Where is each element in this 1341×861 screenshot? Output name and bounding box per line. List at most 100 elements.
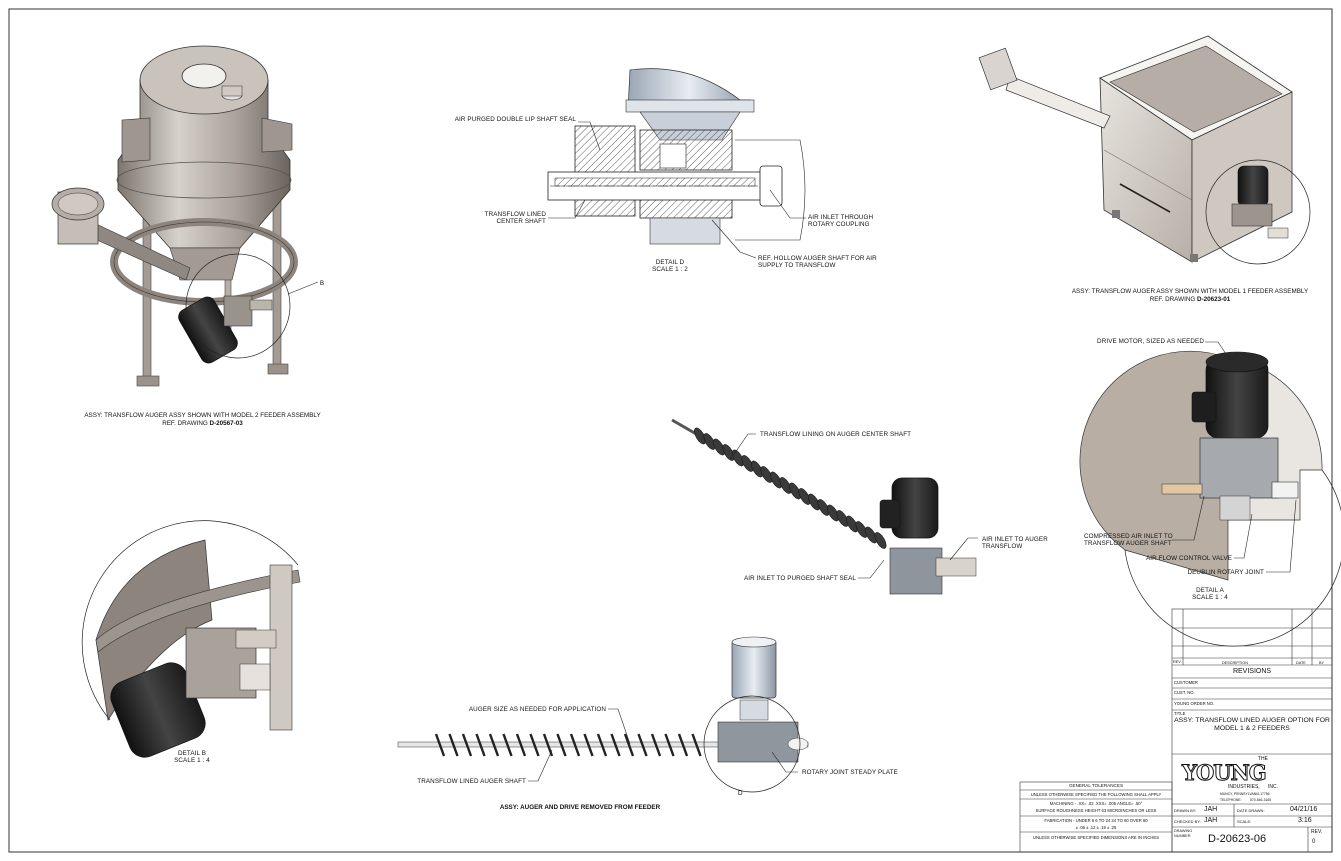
removed-caption: ASSY: AUGER AND DRIVE REMOVED FROM FEEDE…: [499, 804, 661, 811]
date-drawn-value: 04/21/16: [1290, 806, 1318, 813]
auger-flight-flat: [610, 733, 621, 757]
detail-d-title: DETAIL D: [655, 259, 685, 266]
auger-flight-iso: [874, 532, 887, 549]
model2-caption-prefix: REF. DRAWING: [162, 419, 210, 427]
auger-flight-iso: [722, 444, 735, 461]
detail-a-label: DETAIL A SCALE 1 : 4: [1180, 587, 1240, 601]
detail-d-section-view: [547, 68, 806, 245]
detail-b-view: [81, 520, 301, 758]
auger-flight-flat: [583, 733, 594, 757]
callout-air-flow-valve: AIR FLOW CONTROL VALVE: [1145, 555, 1232, 562]
auger-flight-flat: [515, 733, 527, 757]
callout-auger-size: AUGER SIZE AS NEEDED FOR APPLICATION: [468, 706, 606, 713]
auger-flight-flat: [596, 733, 608, 757]
tolerances-line5: ± .06 ± .12 ± .19 ± .25: [1075, 825, 1117, 830]
company-address: MUNCY, PENNSYLVANIA 17756: [1220, 792, 1270, 796]
auger-removed-view: [397, 636, 809, 793]
detail-b-scale: SCALE 1 : 4: [174, 757, 210, 764]
date-col-header: DATE: [1296, 661, 1306, 665]
auger-flight-iso: [827, 504, 839, 522]
by-col-header: BY: [1319, 661, 1325, 665]
checked-by-label: CHECKED BY:: [1174, 819, 1201, 824]
title-label: TITLE: [1174, 711, 1186, 716]
auger-flight-flat: [691, 733, 702, 757]
auger-flight-iso: [703, 433, 716, 450]
model2-caption: ASSY: TRANSFLOW AUGER ASSY SHOWN WITH MO…: [70, 412, 335, 427]
auger-flight-iso: [694, 427, 706, 445]
callout-air-inlet-auger: AIR INLET TO AUGER TRANSFLOW: [982, 536, 1048, 550]
callout-air-auger-2: TRANSFLOW: [982, 543, 1023, 550]
auger-flight-iso: [817, 499, 830, 516]
date-drawn-label: DATE DRAWN:: [1237, 808, 1265, 813]
callout-rotary-joint: DEUBLIN ROTARY JOINT: [1187, 569, 1264, 576]
cust-no-label: CUST. NO.: [1174, 690, 1195, 695]
callout-compressed-air: COMPRESSED AIR INLET TO TRANSFLOW AUGER …: [1084, 533, 1173, 547]
checked-by-value: JAH: [1204, 817, 1218, 824]
auger-flight-flat: [434, 733, 446, 757]
callout-steady-plate: ROTARY JOINT STEADY PLATE: [802, 769, 898, 776]
rev-value: 0: [1312, 839, 1316, 845]
auger-flight-iso: [770, 471, 782, 489]
drawing-number: D-20623-06: [1208, 833, 1267, 845]
company-logo-wordmark: YOUNG: [1182, 760, 1268, 786]
tolerances-line6: UNLESS OTHERWISE SPECIFIED DIMENSIONS AR…: [1032, 835, 1160, 840]
auger-flight-flat: [529, 733, 540, 757]
auger-flight-flat: [664, 733, 675, 757]
detail-d-scale: SCALE 1 : 2: [652, 266, 688, 273]
tolerances-line2: MACHINING - .XX= .02 .XXX= .005 ANGLE= .…: [1049, 801, 1143, 806]
rev-col-header: REV.: [1173, 660, 1182, 664]
auger-flight-flat: [677, 733, 689, 757]
detail-a-view: [1079, 350, 1341, 647]
auger-isometric-view: [671, 418, 977, 595]
callout-air-inlet-coupling: AIR INLET THROUGH ROTARY COUPLING: [808, 214, 873, 228]
auger-flight-iso: [855, 521, 868, 538]
callout-air-inlet-2: ROTARY COUPLING: [808, 221, 870, 228]
auger-flight-iso: [798, 488, 811, 505]
company-telephone-label: TELEPHONE:: [1220, 798, 1242, 802]
tolerances-block-frame: [1019, 781, 1173, 853]
drawing-title-line2: MODEL 1 & 2 FEEDERS: [1214, 725, 1290, 732]
callout-lined-center-shaft-1: TRANSFLOW LINED: [484, 211, 546, 218]
auger-flight-iso: [760, 466, 773, 483]
section-mark-d: D: [738, 790, 743, 797]
auger-flight-flat: [569, 733, 581, 757]
tolerances-line1: UNLESS OTHERWISE SPECIFIED THE FOLLOWING…: [1030, 792, 1162, 797]
callout-hollow-shaft-2: SUPPLY TO TRANSFLOW: [758, 262, 836, 269]
revisions-heading: REVISIONS: [1232, 668, 1272, 675]
auger-flight-iso: [865, 526, 877, 544]
drawing-number-label-2: NUMBER: [1174, 834, 1191, 838]
model1-caption: ASSY: TRANSFLOW AUGER ASSY SHOWN WITH MO…: [1060, 288, 1320, 303]
company-inc: INC.: [1268, 784, 1278, 790]
callout-transflow-lining: TRANSFLOW LINING ON AUGER CENTER SHAFT: [760, 431, 912, 438]
callout-lined-auger-shaft: TRANSFLOW LINED AUGER SHAFT: [417, 778, 526, 785]
leader-lines: [528, 121, 1297, 782]
auger-flight-flat: [650, 733, 662, 757]
auger-flight-iso: [846, 515, 858, 533]
auger-flight-flat: [556, 733, 567, 757]
company-industries: INDUSTRIES,: [1228, 784, 1260, 790]
scale-value: 3:16: [1298, 817, 1312, 824]
scale-label: SCALE:: [1237, 819, 1252, 824]
tolerances-line3: SURFACE ROUGHNESS HEIGHT 63 MICROINCHES …: [1035, 808, 1157, 813]
auger-flight-iso: [741, 455, 754, 472]
auger-flight-iso: [789, 482, 801, 500]
detail-b-callout-label: B: [320, 281, 324, 287]
callout-compressed-2: TRANSFLOW AUGER SHAFT: [1084, 540, 1172, 547]
callout-shaft-seal: AIR PURGED DOUBLE LIP SHAFT SEAL: [454, 116, 576, 123]
auger-flight-iso: [836, 510, 849, 527]
auger-flight-flat: [461, 733, 473, 757]
callout-air-auger-1: AIR INLET TO AUGER: [982, 536, 1048, 543]
company-telephone: 570-546-3165: [1250, 798, 1272, 802]
customer-label: CUSTOMER: [1174, 680, 1198, 685]
rev-label: REV.: [1311, 829, 1323, 835]
company-the: THE: [1258, 756, 1268, 762]
auger-flight-flat: [623, 733, 635, 757]
detail-a-scale: SCALE 1 : 4: [1192, 594, 1228, 601]
callout-lined-center-shaft-2: CENTER SHAFT: [496, 218, 546, 225]
auger-flight-flat: [502, 733, 513, 757]
callout-air-inlet-1: AIR INLET THROUGH: [808, 214, 874, 221]
model2-feeder-view: [51, 45, 319, 387]
detail-b-label: DETAIL B SCALE 1 : 4: [162, 750, 222, 764]
model1-caption-prefix: REF. DRAWING: [1149, 295, 1198, 303]
model2-ref-drawing: D-20567-03: [209, 419, 243, 427]
